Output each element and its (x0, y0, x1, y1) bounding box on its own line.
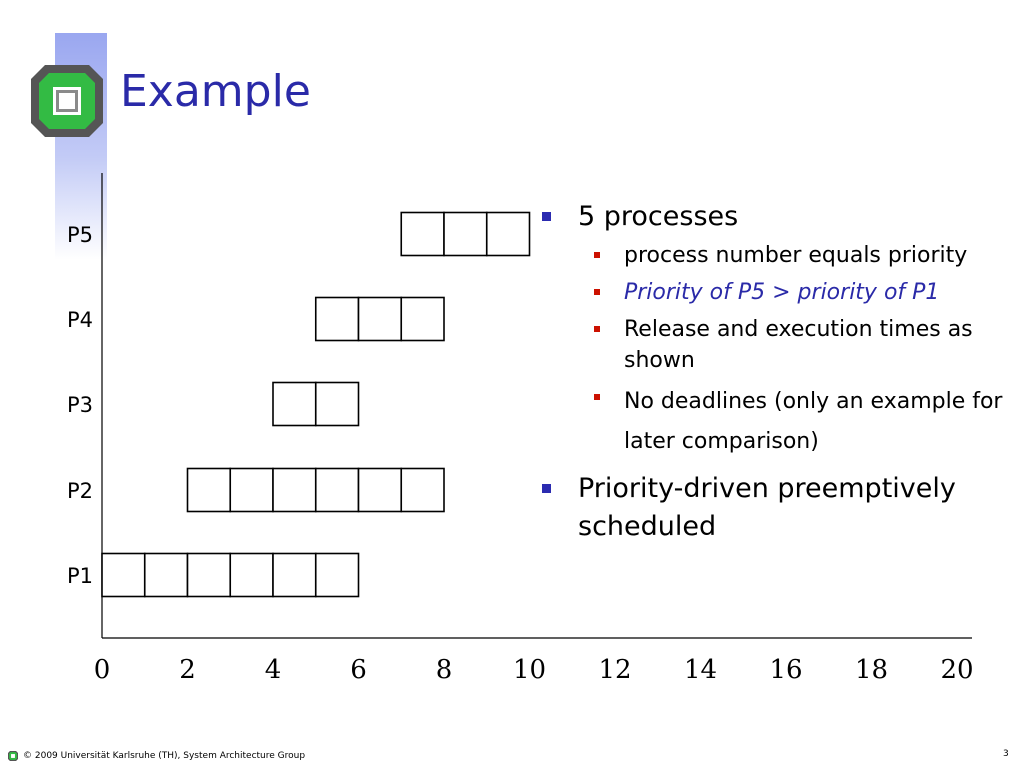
sub-bullet-item: process number equals priority (578, 240, 1020, 271)
x-tick-label-8: 8 (436, 655, 453, 685)
square-bullet-icon (542, 484, 551, 493)
footer: © 2009 Universität Karlsruhe (TH), Syste… (8, 751, 305, 761)
x-tick-label-12: 12 (598, 655, 631, 685)
time-slot-p2-2 (186, 467, 232, 513)
small-square-bullet-icon (594, 394, 600, 400)
x-tick-label-2: 2 (179, 655, 196, 685)
sub-bullet-item: Release and execution times as shown (578, 314, 1020, 376)
time-slot-p1-1 (143, 552, 189, 598)
x-tick-label-20: 20 (940, 655, 973, 685)
row-label-p3: P3 (67, 393, 93, 417)
sub-bullet-item: Priority of P5 > priority of P1 (578, 277, 1020, 308)
time-slot-p4-6 (357, 296, 403, 342)
row-label-p1: P1 (67, 564, 93, 588)
time-slot-p2-6 (357, 467, 403, 513)
time-slot-p5-7 (400, 211, 445, 257)
page-number: 3 (1003, 749, 1009, 759)
time-slot-p5-8 (443, 211, 488, 257)
sub-bullet-text: Release and execution times as shown (624, 317, 973, 373)
time-slot-p1-2 (186, 552, 232, 598)
time-slot-p4-5 (314, 296, 360, 342)
row-label-p4: P4 (67, 308, 93, 332)
small-square-bullet-icon (594, 252, 600, 258)
bullet-list: 5 processes process number equals priorit… (540, 198, 1020, 554)
sub-bullet-text: process number equals priority (624, 243, 968, 268)
x-tick-label-18: 18 (855, 655, 888, 685)
time-slot-p4-7 (400, 296, 445, 342)
bullet-text: Priority-driven preemptively scheduled (578, 473, 956, 542)
footer-copyright: © 2009 Universität Karlsruhe (TH), Syste… (23, 751, 306, 761)
sub-bullet-item: No deadlines (only an example for later … (578, 382, 1020, 462)
time-slot-p2-7 (400, 467, 445, 513)
slide-title: Example (120, 66, 311, 117)
time-slot-p2-5 (314, 467, 360, 513)
x-tick-label-10: 10 (513, 655, 546, 685)
sub-bullet-text: Priority of P5 > priority of P1 (624, 280, 940, 305)
bullet-item: Priority-driven preemptively scheduled (540, 470, 1020, 546)
time-slot-p3-4 (272, 381, 317, 427)
small-square-bullet-icon (594, 289, 600, 295)
time-slot-p1-0 (101, 552, 146, 598)
footer-logo-icon (8, 751, 18, 761)
time-slot-p2-3 (229, 467, 274, 513)
time-slot-p1-5 (314, 552, 360, 598)
time-slot-p1-4 (272, 552, 317, 598)
row-label-p2: P2 (67, 479, 93, 503)
row-label-p5: P5 (67, 223, 93, 247)
x-tick-label-14: 14 (684, 655, 717, 685)
bullet-item: 5 processes process number equals priorit… (540, 198, 1020, 462)
x-tick-label-4: 4 (265, 655, 282, 685)
square-bullet-icon (542, 212, 551, 221)
x-tick-label-0: 0 (94, 655, 111, 685)
time-slot-p1-3 (229, 552, 274, 598)
time-slot-p2-4 (272, 467, 317, 513)
university-logo-icon (31, 65, 103, 137)
sub-bullet-text: No deadlines (only an example for later … (624, 389, 1003, 454)
time-slot-p5-9 (485, 211, 531, 257)
x-tick-label-16: 16 (769, 655, 802, 685)
small-square-bullet-icon (594, 326, 600, 332)
time-slot-p3-5 (314, 381, 360, 427)
x-tick-label-6: 6 (350, 655, 367, 685)
bullet-text: 5 processes (578, 201, 739, 232)
